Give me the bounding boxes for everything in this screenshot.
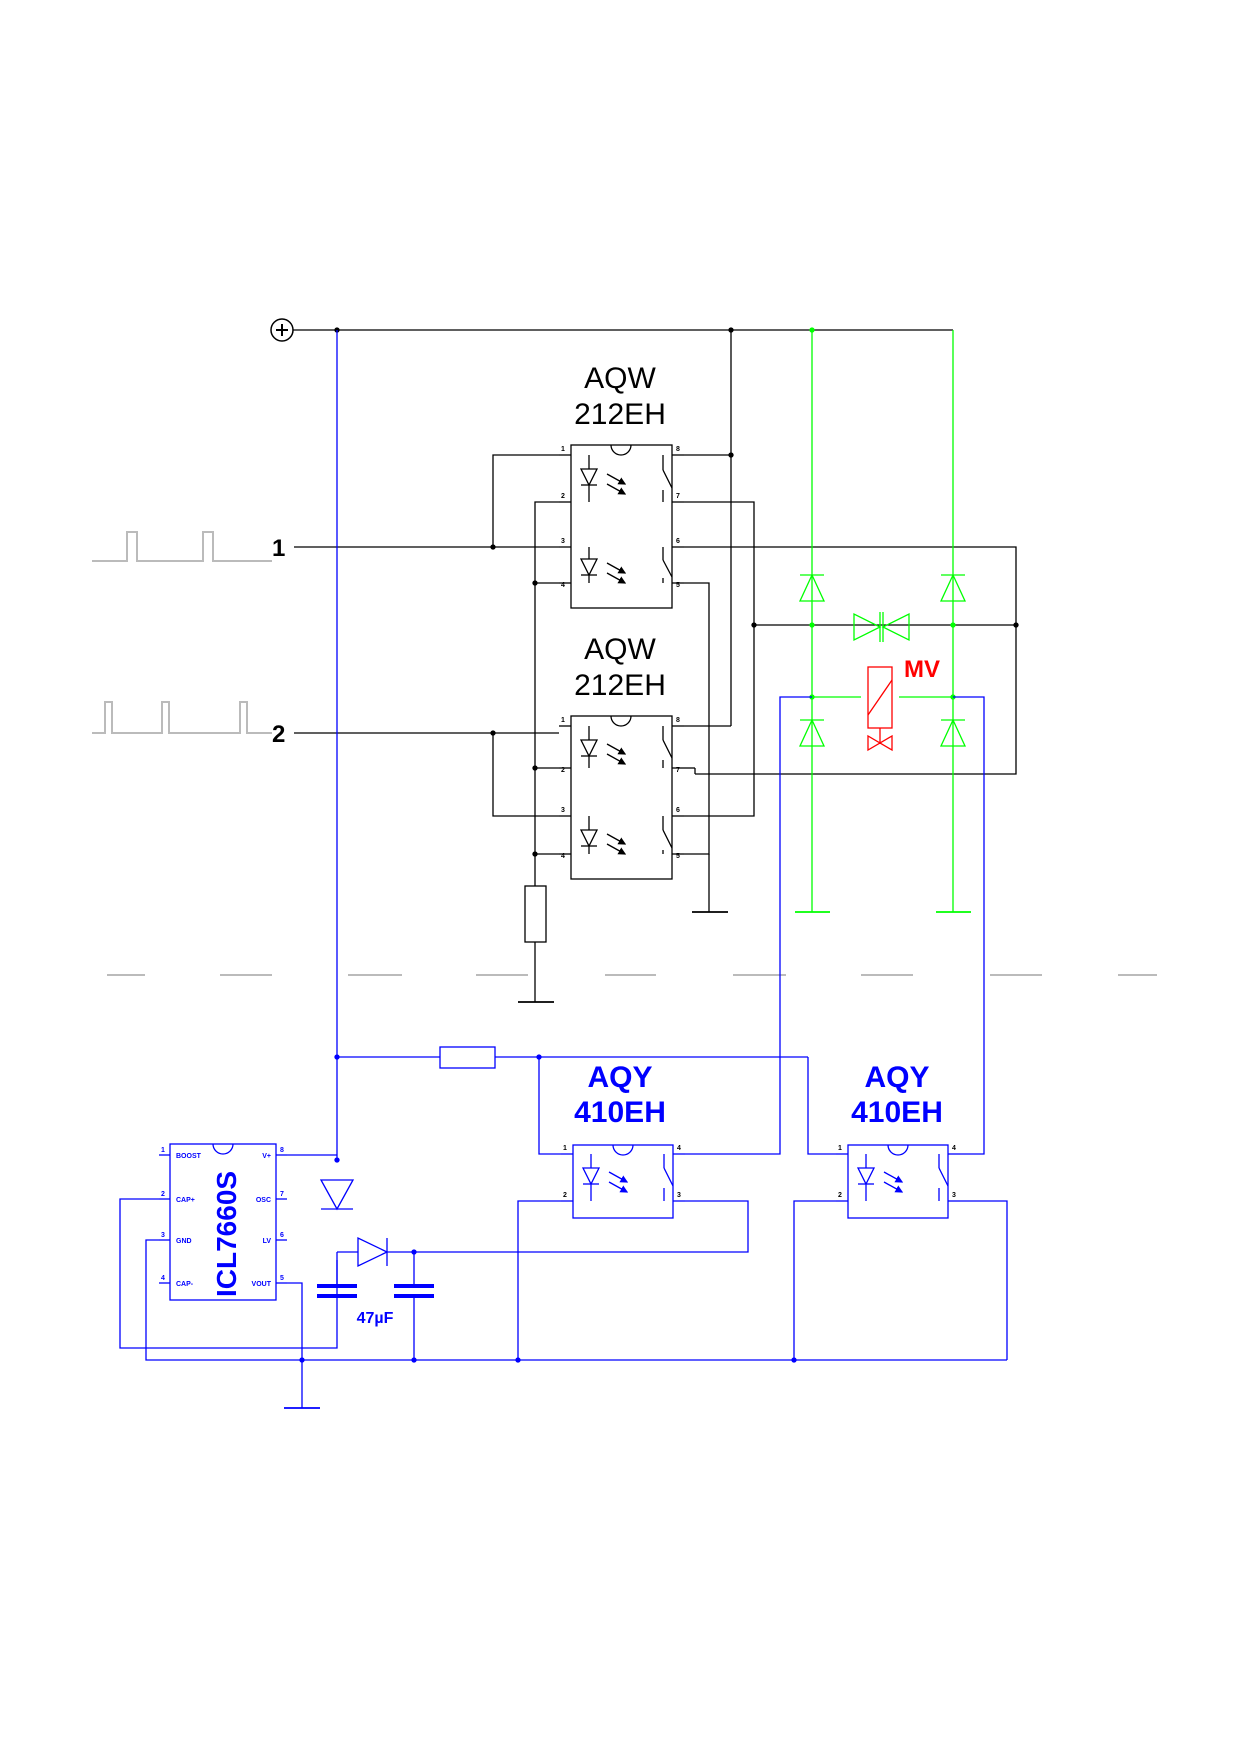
aqw-top-title-2: 212EH bbox=[574, 398, 666, 431]
black-circuit bbox=[270, 318, 1019, 1003]
aqw-mid-title-2: 212EH bbox=[574, 669, 666, 702]
aqy-pin-num: 1 bbox=[563, 1145, 567, 1152]
aqy-pin-num: 2 bbox=[838, 1192, 842, 1199]
aqw-pin-num: 8 bbox=[676, 446, 680, 453]
labels: 1 2 AQW 212EH AQW 212EH AQY 410EH AQY 41… bbox=[161, 362, 956, 1327]
input-1-label: 1 bbox=[272, 535, 285, 562]
input-2-label: 2 bbox=[272, 721, 285, 748]
aqw-top-package bbox=[570, 444, 673, 609]
bridge-diode-1 bbox=[798, 573, 826, 602]
aqw-pin-num: 8 bbox=[676, 717, 680, 724]
aqw-pin-num: 5 bbox=[676, 582, 680, 589]
aqw-pin-num: 1 bbox=[561, 446, 565, 453]
aqy-pin-num: 3 bbox=[952, 1192, 956, 1199]
bridge-diode-2 bbox=[939, 573, 967, 602]
icl-pin-num: 2 bbox=[161, 1191, 165, 1198]
icl-pin-num: 3 bbox=[161, 1232, 165, 1239]
icl-pin-capminus: CAP- bbox=[176, 1281, 194, 1288]
input-waveform-1 bbox=[92, 531, 272, 562]
solenoid-valve bbox=[867, 666, 893, 752]
aqy2-title-2: 410EH bbox=[851, 1096, 943, 1129]
icl-pin-capplus: CAP+ bbox=[176, 1197, 195, 1204]
aqw-pin-num: 1 bbox=[561, 717, 565, 724]
aqy-pin-num: 2 bbox=[563, 1192, 567, 1199]
pulldown-resistor bbox=[524, 885, 547, 943]
aqw-pin-num: 7 bbox=[676, 767, 680, 774]
aqw-pin-num: 7 bbox=[676, 493, 680, 500]
blue-circuit bbox=[119, 330, 1008, 1409]
aqy2-package bbox=[847, 1144, 949, 1219]
icl-pin-num: 5 bbox=[280, 1275, 284, 1282]
icl-pin-num: 4 bbox=[161, 1275, 165, 1282]
supply-diode bbox=[319, 1179, 355, 1211]
capacitor-label: 47µF bbox=[357, 1310, 394, 1327]
aqy-pin-num: 4 bbox=[952, 1145, 956, 1152]
bridge-diode-4 bbox=[939, 718, 967, 747]
aqy1-package bbox=[572, 1144, 674, 1219]
aqy-pin-num: 3 bbox=[677, 1192, 681, 1199]
icl7660s-label: ICL7660S bbox=[211, 1171, 242, 1297]
icl-pin-lv: LV bbox=[263, 1238, 272, 1245]
aqy1-title-1: AQY bbox=[587, 1061, 652, 1094]
icl-pin-vplus: V+ bbox=[262, 1153, 271, 1160]
aqy-pin-num: 1 bbox=[838, 1145, 842, 1152]
aqw-pin-num: 2 bbox=[561, 493, 565, 500]
aqw-pin-num: 6 bbox=[676, 807, 680, 814]
aqw-pin-num: 3 bbox=[561, 807, 565, 814]
valve-label: MV bbox=[904, 656, 940, 683]
bridge-diode-3 bbox=[798, 718, 826, 747]
icl-pin-gnd: GND bbox=[176, 1238, 192, 1245]
icl-pin-osc: OSC bbox=[256, 1197, 271, 1204]
input-waveform-2 bbox=[92, 701, 272, 734]
aqw-pin-num: 3 bbox=[561, 538, 565, 545]
icl-pin-vout: VOUT bbox=[252, 1281, 272, 1288]
aqy-supply-resistor bbox=[439, 1046, 496, 1069]
pump-diode bbox=[357, 1236, 389, 1268]
aqw-mid-title-1: AQW bbox=[584, 633, 656, 666]
icl-pin-boost: BOOST bbox=[176, 1153, 202, 1160]
green-diode-bridge bbox=[795, 327, 971, 913]
icl-pin-num: 8 bbox=[280, 1147, 284, 1154]
icl-pin-num: 7 bbox=[280, 1191, 284, 1198]
aqw-pin-num: 5 bbox=[676, 853, 680, 860]
aqw-top-title-1: AQW bbox=[584, 362, 656, 395]
aqw-pin-num: 4 bbox=[561, 853, 565, 860]
aqy-pin-num: 4 bbox=[677, 1145, 681, 1152]
aqw-mid-package bbox=[570, 715, 673, 880]
icl-pin-num: 6 bbox=[280, 1232, 284, 1239]
aqw-pin-num: 2 bbox=[561, 767, 565, 774]
aqy1-title-2: 410EH bbox=[574, 1096, 666, 1129]
icl7660s-package bbox=[169, 1143, 277, 1301]
aqy2-title-1: AQY bbox=[864, 1061, 929, 1094]
icl-pin-num: 1 bbox=[161, 1147, 165, 1154]
aqw-pin-num: 4 bbox=[561, 582, 565, 589]
aqw-pin-num: 6 bbox=[676, 538, 680, 545]
tvs-diode bbox=[853, 612, 882, 642]
